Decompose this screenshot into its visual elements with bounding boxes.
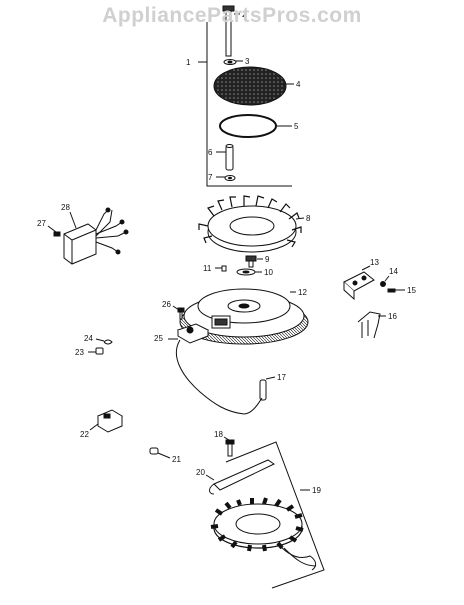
watermark-text: AppliancePartsPros.com [102, 4, 362, 27]
callout-6: 6 [208, 148, 213, 157]
part-23-connector [88, 347, 104, 355]
callout-23: 23 [75, 348, 84, 357]
callout-12: 12 [298, 288, 307, 297]
part-6-spacer [216, 144, 234, 171]
part-24-clip [95, 338, 113, 345]
callout-labels: 1 2 3 4 5 6 7 8 9 10 11 12 13 14 15 16 1… [37, 10, 416, 495]
part-7-washer [216, 175, 236, 181]
callout-2: 2 [242, 10, 247, 19]
callout-4: 4 [296, 80, 301, 89]
callout-15: 15 [407, 286, 416, 295]
callout-10: 10 [264, 268, 273, 277]
part-20-bracket [205, 459, 276, 495]
callout-24: 24 [84, 334, 93, 343]
callout-21: 21 [172, 455, 181, 464]
part-21-connector [149, 447, 171, 459]
part-18-bolt [223, 436, 235, 457]
callout-14: 14 [389, 267, 398, 276]
part-8-fan [198, 195, 305, 253]
part-19-stator [210, 497, 317, 571]
callout-11: 11 [203, 264, 212, 273]
callout-19: 19 [312, 486, 321, 495]
callout-1: 1 [186, 58, 191, 67]
callout-13: 13 [370, 258, 379, 267]
part-4-screen [213, 66, 294, 106]
callout-17: 17 [277, 373, 286, 382]
callout-22: 22 [80, 430, 89, 439]
part-27-screw [47, 225, 61, 237]
callout-7: 7 [208, 173, 213, 182]
part-17-spark-plug-boot [259, 376, 276, 401]
part-25-ignition-module [168, 323, 263, 415]
callout-28: 28 [61, 203, 70, 212]
callout-26: 26 [162, 300, 171, 309]
group-1-bracket [198, 22, 292, 187]
callout-9: 9 [265, 255, 270, 264]
callout-18: 18 [214, 430, 223, 439]
part-26-screw [172, 305, 185, 320]
callout-8: 8 [306, 214, 311, 223]
part-10-washer [236, 268, 262, 276]
callout-3: 3 [245, 57, 250, 66]
part-16-bracket [357, 311, 386, 339]
part-13-rectifier [343, 265, 375, 301]
part-5-ring [219, 114, 292, 138]
part-9-screw [245, 255, 263, 268]
part-22-switch [89, 409, 124, 433]
part-2-bolt [222, 5, 240, 57]
group-19-bracket [225, 441, 325, 589]
part-14-screw [380, 275, 390, 287]
callout-27: 27 [37, 219, 46, 228]
callout-16: 16 [388, 312, 397, 321]
callout-25: 25 [154, 334, 163, 343]
part-12-flywheel [179, 288, 309, 345]
part-11-key [215, 265, 227, 272]
part-3-washer [223, 59, 243, 65]
callout-5: 5 [294, 122, 299, 131]
part-15-screw [387, 288, 405, 293]
callout-20: 20 [196, 468, 205, 477]
part-28-regulator [63, 207, 129, 265]
